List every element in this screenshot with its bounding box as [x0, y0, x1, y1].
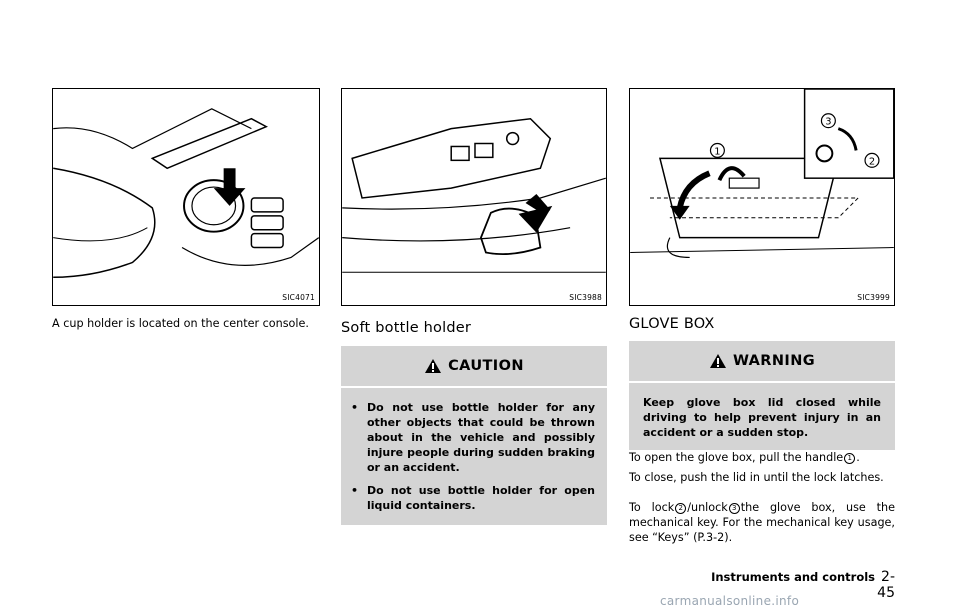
list-item: •Do not use bottle holder for open liqui… [351, 483, 595, 512]
close-instruction: To close, push the lid in until the lock… [629, 471, 884, 484]
warning-title: WARNING [732, 353, 816, 369]
svg-text:2: 2 [869, 156, 875, 167]
figure-glove-box: 1 3 2 SIC3999 [629, 88, 895, 306]
down-arrow-icon [518, 194, 553, 233]
bottle-holder-illustration [342, 117, 606, 273]
callout-3-ref: 3 [728, 503, 740, 514]
warning-triangle-icon [709, 354, 726, 368]
callout-2: 2 [864, 152, 880, 168]
figure-cup-holder: SIC4071 [52, 88, 320, 306]
warning-text: Keep glove box lid closed while driving … [643, 395, 881, 439]
figure-code: SIC3988 [569, 293, 602, 302]
callout-2-ref: 2 [675, 503, 687, 514]
page-number: 2-45 [877, 569, 895, 601]
section-heading: GLOVE BOX [629, 316, 715, 332]
warning-triangle-icon [425, 359, 442, 373]
callout-1: 1 [709, 142, 725, 158]
caution-header: CAUTION [341, 346, 607, 386]
caution-box: CAUTION •Do not use bottle holder for an… [341, 346, 607, 525]
caution-list: •Do not use bottle holder for any other … [341, 388, 607, 525]
curved-arrow-icon [669, 170, 711, 220]
svg-text:3: 3 [825, 117, 831, 128]
curved-arrow-icon [717, 166, 746, 182]
list-item: •Do not use bottle holder for any other … [351, 400, 595, 474]
figure-bottle-holder: SIC3988 [341, 88, 607, 306]
cup-holder-illustration [53, 108, 319, 278]
cup-holder-text: A cup holder is located on the center co… [52, 317, 309, 330]
svg-text:1: 1 [714, 146, 720, 157]
section-heading: Soft bottle holder [341, 320, 472, 336]
warning-header: WARNING [629, 341, 895, 381]
caution-title: CAUTION [448, 358, 524, 374]
warning-box: WARNING Keep glove box lid closed while … [629, 341, 895, 450]
figure-code: SIC3999 [857, 293, 890, 302]
callout-3: 3 [820, 113, 836, 129]
divider [341, 386, 607, 388]
callout-1-ref: 1 [844, 453, 856, 464]
down-arrow-icon [213, 168, 246, 206]
divider [629, 381, 895, 383]
watermark: carmanualsonline.info [660, 594, 800, 608]
figure-code: SIC4071 [282, 293, 315, 302]
glove-box-illustration: 1 3 2 [630, 89, 894, 259]
footer-section: Instruments and controls [711, 570, 876, 584]
